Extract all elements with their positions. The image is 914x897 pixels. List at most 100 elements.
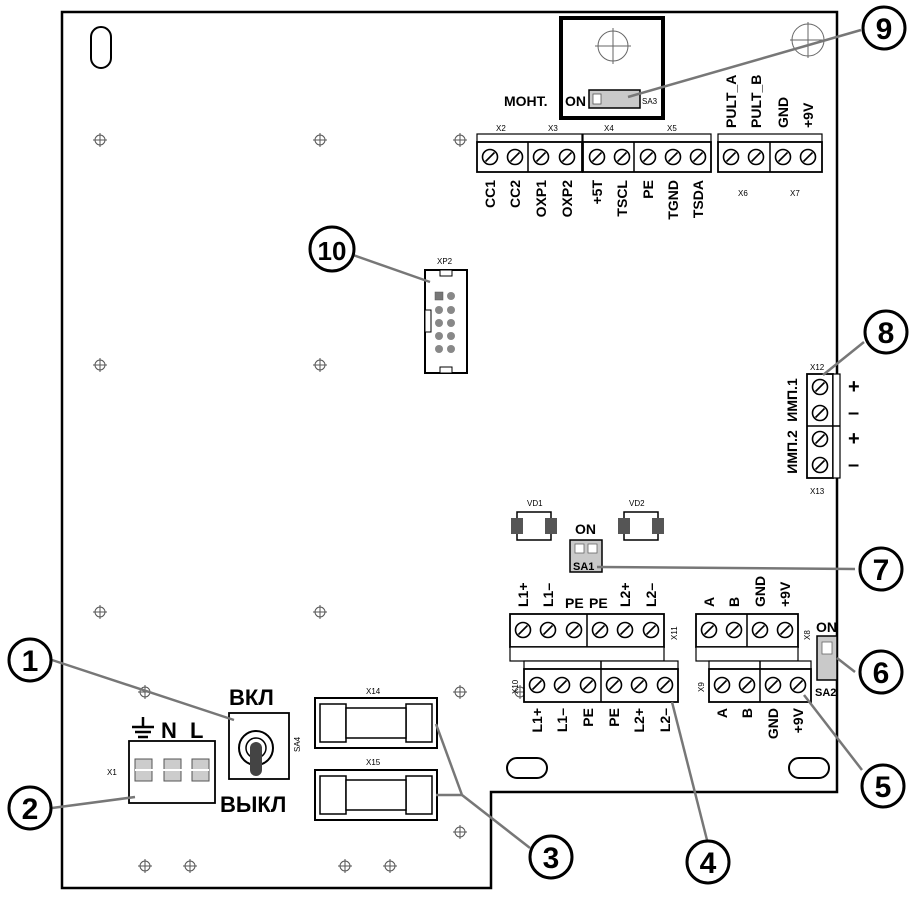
imp1-label: ИМП.1 bbox=[784, 378, 800, 422]
svg-text:5: 5 bbox=[875, 771, 892, 804]
sa3-ref-label: SA3 bbox=[642, 97, 658, 106]
x11-l2m: L2– bbox=[643, 583, 659, 607]
x12-ref: X12 bbox=[810, 363, 825, 372]
vd2-led bbox=[618, 511, 664, 541]
x7-ref: X7 bbox=[790, 189, 800, 198]
fuse-x15 bbox=[314, 769, 438, 821]
callout-2: 2 bbox=[7, 785, 53, 831]
sa2-ref: SA2 bbox=[815, 687, 836, 699]
x9-gnd: GND bbox=[765, 708, 781, 739]
sa2-on: ON bbox=[816, 619, 837, 635]
x2-ref: X2 bbox=[496, 124, 506, 133]
x1-ref: X1 bbox=[107, 768, 117, 777]
callout-10: 10 bbox=[308, 225, 356, 273]
x8-gnd: GND bbox=[752, 576, 768, 607]
sa1-switch[interactable] bbox=[569, 539, 603, 573]
x1-l-label: L bbox=[190, 718, 203, 743]
pin-cc2: CC2 bbox=[507, 180, 523, 208]
vd1-ref: VD1 bbox=[527, 499, 543, 508]
sa4-toggle-switch[interactable] bbox=[228, 712, 290, 780]
x1-n-label: N bbox=[161, 718, 177, 743]
x9-b: B bbox=[739, 708, 755, 718]
ground-icon bbox=[132, 717, 154, 739]
x10-l1p: L1+ bbox=[529, 708, 545, 733]
sa2-switch[interactable] bbox=[816, 635, 838, 681]
x10-ref: X10 bbox=[511, 679, 520, 694]
x10-l2m: L2– bbox=[657, 708, 673, 732]
pin-oxp2: OXP2 bbox=[559, 180, 575, 218]
sa3-switch[interactable] bbox=[588, 89, 641, 109]
callout-8: 8 bbox=[863, 309, 909, 355]
svg-text:1: 1 bbox=[22, 645, 39, 678]
imp2-plus: + bbox=[848, 428, 860, 450]
imp1-plus: + bbox=[848, 376, 860, 398]
svg-text:6: 6 bbox=[873, 657, 890, 690]
x10-l2p: L2+ bbox=[631, 708, 647, 733]
top-terminal-block bbox=[476, 133, 823, 173]
x10-l1m: L1– bbox=[554, 708, 570, 732]
x6-ref: X6 bbox=[738, 189, 748, 198]
pin-pult-b: PULT_B bbox=[748, 75, 764, 128]
x8-a: A bbox=[701, 597, 717, 607]
sa4-on-label: ВКЛ bbox=[229, 685, 274, 710]
leader-lines bbox=[51, 28, 865, 849]
x10-pin-labels: L1+ L1– PE PE L2+ L2– bbox=[529, 708, 673, 733]
x14-ref: X14 bbox=[366, 687, 381, 696]
callout-5: 5 bbox=[860, 763, 906, 809]
x9-terminal bbox=[708, 660, 812, 703]
x11-l1m: L1– bbox=[540, 583, 556, 607]
x11-l2p: L2+ bbox=[617, 582, 633, 607]
x9-pin-labels: A B GND +9V bbox=[714, 707, 806, 739]
top-pin-labels-below: CC1 CC2 OXP1 OXP2 +5T TSCL PE TGND TSDA bbox=[482, 180, 706, 220]
x4-ref: X4 bbox=[604, 124, 614, 133]
sa1-ref: SA1 bbox=[573, 561, 594, 573]
x9-9v: +9V bbox=[790, 707, 806, 733]
x8-9v: +9V bbox=[777, 581, 793, 607]
pin-pult-a: PULT_A bbox=[723, 75, 739, 128]
svg-text:3: 3 bbox=[543, 842, 560, 875]
vd1-led bbox=[511, 511, 557, 541]
x8-ref: X8 bbox=[803, 630, 812, 640]
x3-ref: X3 bbox=[548, 124, 558, 133]
imp2-minus: – bbox=[848, 454, 859, 476]
callout-3: 3 bbox=[528, 834, 574, 880]
sa4-off-label: ВЫКЛ bbox=[220, 792, 286, 817]
top-pin-labels-above: PULT_A PULT_B GND +9V bbox=[723, 75, 816, 128]
x10-pe2: PE bbox=[606, 708, 622, 727]
pin-5t: +5T bbox=[589, 180, 605, 205]
imp1-minus: – bbox=[848, 402, 859, 424]
x11-ref: X11 bbox=[670, 626, 679, 640]
xp2-ref: XP2 bbox=[437, 257, 453, 266]
callout-6: 6 bbox=[858, 649, 904, 695]
x9-ref: X9 bbox=[697, 682, 706, 692]
svg-text:10: 10 bbox=[318, 236, 347, 266]
pin-oxp1: OXP1 bbox=[533, 180, 549, 218]
pin-9v-top: +9V bbox=[800, 102, 816, 128]
sa3-mode-label: МОНТ. bbox=[504, 93, 548, 109]
x8-terminal bbox=[695, 613, 799, 662]
callout-7: 7 bbox=[858, 546, 904, 592]
svg-text:9: 9 bbox=[876, 13, 893, 46]
callout-4: 4 bbox=[685, 839, 731, 885]
svg-text:8: 8 bbox=[878, 317, 895, 350]
x9-a: A bbox=[714, 708, 730, 718]
svg-text:7: 7 bbox=[873, 554, 890, 587]
slot-hole-bottom-left bbox=[506, 757, 548, 779]
x11-l1p: L1+ bbox=[515, 582, 531, 607]
x13-ref: X13 bbox=[810, 487, 825, 496]
slot-hole-top-left bbox=[90, 26, 112, 69]
svg-text:4: 4 bbox=[700, 847, 717, 880]
x10-pe1: PE bbox=[580, 708, 596, 727]
pin-tgnd: TGND bbox=[665, 180, 681, 220]
sa4-ref: SA4 bbox=[293, 736, 302, 752]
pin-cc1: CC1 bbox=[482, 180, 498, 208]
right-terminal-block bbox=[806, 373, 841, 479]
x11-pin-labels: L1+ L1– PE PE L2+ L2– bbox=[515, 582, 659, 611]
pin-pe: PE bbox=[640, 180, 656, 199]
x15-ref: X15 bbox=[366, 758, 381, 767]
sa3-on-label: ON bbox=[565, 93, 586, 109]
pin-tscl: TSCL bbox=[614, 180, 630, 217]
x11-terminal bbox=[509, 613, 665, 662]
xp2-connector bbox=[424, 269, 468, 374]
